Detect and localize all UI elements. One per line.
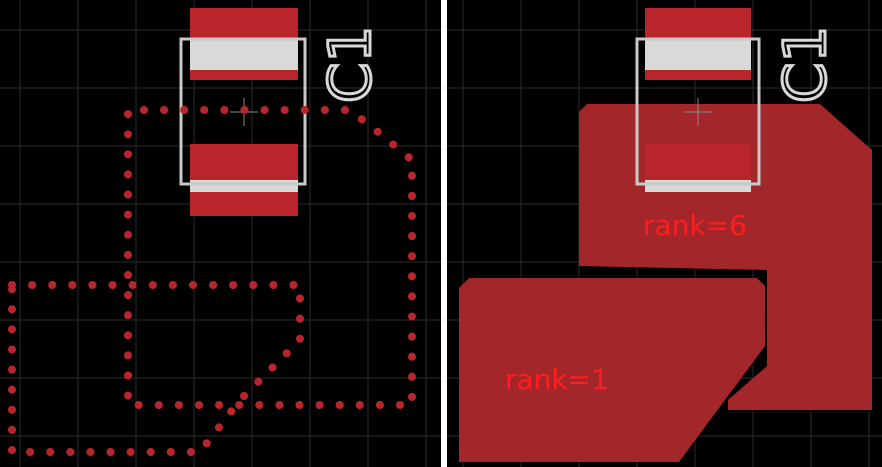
refdes-c1-right: C1 bbox=[771, 26, 839, 103]
right-canvas: C1 rank=6 rank=1 bbox=[447, 0, 882, 467]
pad-top-silk-left bbox=[190, 38, 298, 70]
pad-bottom-silk-right bbox=[645, 180, 751, 192]
pad-bottom-right bbox=[645, 144, 751, 180]
pad-bottom-edge-left bbox=[190, 192, 298, 216]
component-outline-right bbox=[635, 37, 761, 186]
pcb-view-left: C1 bbox=[0, 0, 441, 467]
pad-top-right bbox=[645, 8, 751, 38]
pad-top-silk-right bbox=[645, 38, 751, 70]
pour-label-rank-1: rank=1 bbox=[505, 363, 609, 396]
pcb-view-right: C1 rank=6 rank=1 bbox=[447, 0, 882, 467]
pour-label-rank-6: rank=6 bbox=[643, 209, 747, 242]
pad-bottom-silk-left bbox=[190, 180, 298, 192]
view-divider bbox=[441, 0, 447, 467]
pad-top-edge-right bbox=[645, 70, 751, 80]
copper-pour-rank-1[interactable] bbox=[459, 278, 765, 462]
pad-top-edge-left bbox=[190, 70, 298, 80]
keepout-outline-upper bbox=[124, 106, 416, 409]
grid-left bbox=[0, 0, 441, 467]
keepout-outline-lower bbox=[8, 281, 304, 456]
refdes-c1-left: C1 bbox=[316, 26, 384, 103]
left-canvas: C1 bbox=[0, 0, 441, 467]
capacitor-footprint-right[interactable] bbox=[635, 8, 761, 192]
pad-bottom-left bbox=[190, 144, 298, 180]
pad-top-left bbox=[190, 8, 298, 38]
